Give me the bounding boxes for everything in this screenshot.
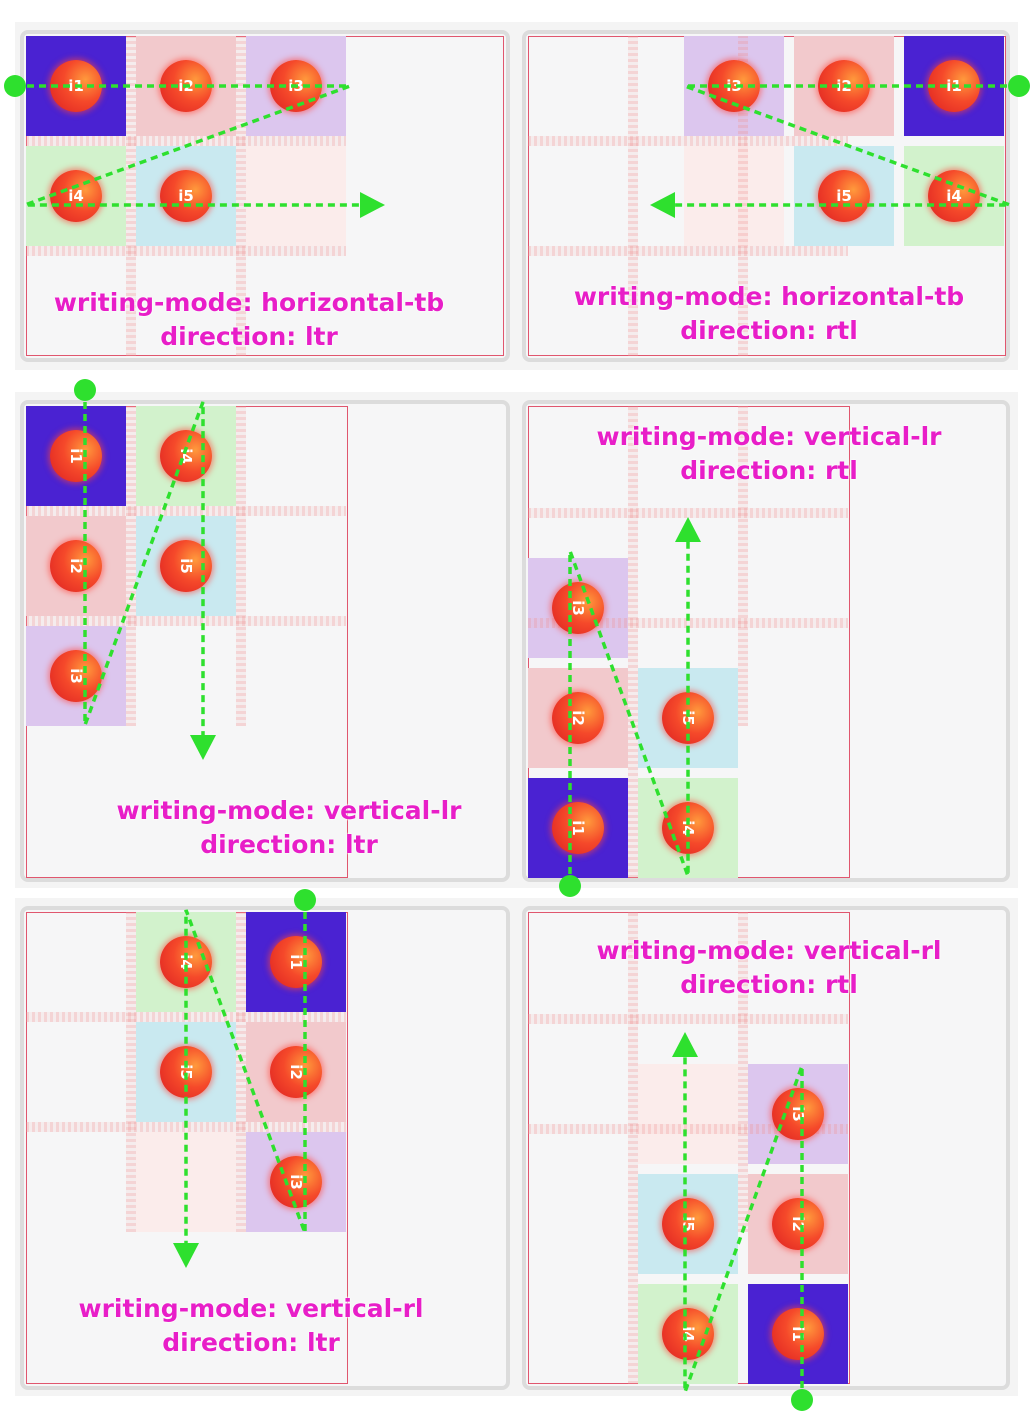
- grid-gap-line: [236, 36, 246, 356]
- item-marker: i2: [772, 1198, 824, 1250]
- grid-gap-line: [628, 406, 638, 878]
- writing-mode-label: writing-mode: vertical-lr: [596, 422, 942, 451]
- item-label: i3: [726, 77, 742, 95]
- grid-gap-line: [26, 506, 346, 516]
- item-marker: i2: [270, 1046, 322, 1098]
- flow-arrowhead: [173, 1243, 199, 1268]
- flow-arrowhead: [672, 1032, 698, 1057]
- direction-label: direction: ltr: [162, 1328, 340, 1357]
- panel-caption: writing-mode: horizontal-tb direction: l…: [24, 286, 474, 354]
- panel-caption: writing-mode: horizontal-tb direction: r…: [544, 280, 994, 348]
- item-marker: i3: [270, 1156, 322, 1208]
- item-marker: i3: [50, 650, 102, 702]
- panel-caption: writing-mode: vertical-rl direction: rtl: [544, 934, 994, 1002]
- flow-path: [683, 1052, 804, 1400]
- direction-label: direction: ltr: [160, 322, 338, 351]
- panel-caption: writing-mode: vertical-lr direction: rtl: [544, 420, 994, 488]
- panel-vertical-lr-rtl: i1 i2 i3 i4 i5 writing-mode: vertical-lr…: [522, 400, 1010, 882]
- direction-label: direction: rtl: [680, 970, 858, 999]
- direction-label: direction: rtl: [680, 456, 858, 485]
- grid-gap-line: [126, 912, 136, 1232]
- item-marker: i3: [772, 1088, 824, 1140]
- item-marker: i5: [160, 170, 212, 222]
- grid-gap-line: [628, 36, 638, 356]
- grid-gap-line: [26, 136, 346, 146]
- writing-mode-label: writing-mode: horizontal-tb: [573, 282, 965, 311]
- writing-mode-label: writing-mode: vertical-rl: [78, 1294, 424, 1323]
- item-label: i5: [836, 187, 852, 205]
- empty-cell: [246, 146, 346, 246]
- item-label: i4: [68, 187, 84, 205]
- writing-mode-label: writing-mode: vertical-rl: [596, 936, 942, 965]
- item-marker: i4: [50, 170, 102, 222]
- grid-gap-line: [738, 36, 748, 356]
- grid-gap-line: [26, 246, 346, 256]
- item-marker: i1: [772, 1308, 824, 1360]
- grid-gap-line: [528, 508, 848, 518]
- flow-start-dot: [4, 75, 26, 97]
- grid-gap-line: [236, 406, 246, 726]
- item-marker: i1: [552, 802, 604, 854]
- panel-vertical-lr-ltr: i1 i2 i3 i4 i5 writing-mode: vertical-lr…: [20, 400, 510, 882]
- flow-arrowhead: [360, 192, 385, 218]
- grid-gap-line: [126, 36, 136, 356]
- flow-start-dot: [294, 889, 316, 911]
- item-marker: i2: [552, 692, 604, 744]
- item-marker: i1: [50, 430, 102, 482]
- flow-path: [15, 84, 365, 207]
- flow-start-dot: [791, 1389, 813, 1411]
- panel-vertical-rl-rtl: i1 i2 i3 i4 i5 writing-mode: vertical-rl…: [522, 906, 1010, 1390]
- panel-caption: writing-mode: vertical-lr direction: ltr: [64, 794, 514, 862]
- flow-arrowhead: [675, 517, 701, 542]
- empty-cell: [638, 1064, 738, 1164]
- grid-gap-line: [528, 1124, 848, 1134]
- grid-gap-line: [528, 136, 848, 146]
- grid-gap-line: [738, 912, 748, 1232]
- flow-path: [83, 390, 205, 745]
- flow-path: [668, 84, 1019, 207]
- direction-label: direction: ltr: [200, 830, 378, 859]
- grid-gap-line: [528, 246, 848, 256]
- panel-caption: writing-mode: vertical-rl direction: ltr: [26, 1292, 476, 1360]
- direction-label: direction: rtl: [680, 316, 858, 345]
- writing-mode-label: writing-mode: vertical-lr: [116, 796, 462, 825]
- panel-horizontal-tb-ltr: i1 i2 i3 i4 i5 writing-mode: horizontal-…: [20, 30, 510, 362]
- empty-cell: [684, 146, 784, 246]
- grid-gap-line: [126, 406, 136, 726]
- item-marker: i2: [50, 540, 102, 592]
- flow-path: [568, 538, 690, 886]
- grid-gap-line: [738, 406, 748, 726]
- flow-arrowhead: [650, 192, 675, 218]
- writing-mode-label: writing-mode: horizontal-tb: [53, 288, 445, 317]
- grid-gap-line: [528, 618, 848, 628]
- item-marker: i5: [818, 170, 870, 222]
- flow-start-dot: [74, 379, 96, 401]
- grid-gap-line: [528, 1014, 848, 1024]
- flow-start-dot: [1008, 75, 1030, 97]
- item-marker: i1: [270, 936, 322, 988]
- item-label: i5: [178, 187, 194, 205]
- grid-gap-line: [628, 912, 638, 1384]
- item-label: i4: [946, 187, 962, 205]
- grid-gap-line: [26, 616, 346, 626]
- flow-arrowhead: [190, 735, 216, 760]
- flow-start-dot: [559, 875, 581, 897]
- grid-gap-line: [236, 912, 246, 1232]
- item-marker: i5: [662, 1198, 714, 1250]
- flow-path: [184, 900, 307, 1252]
